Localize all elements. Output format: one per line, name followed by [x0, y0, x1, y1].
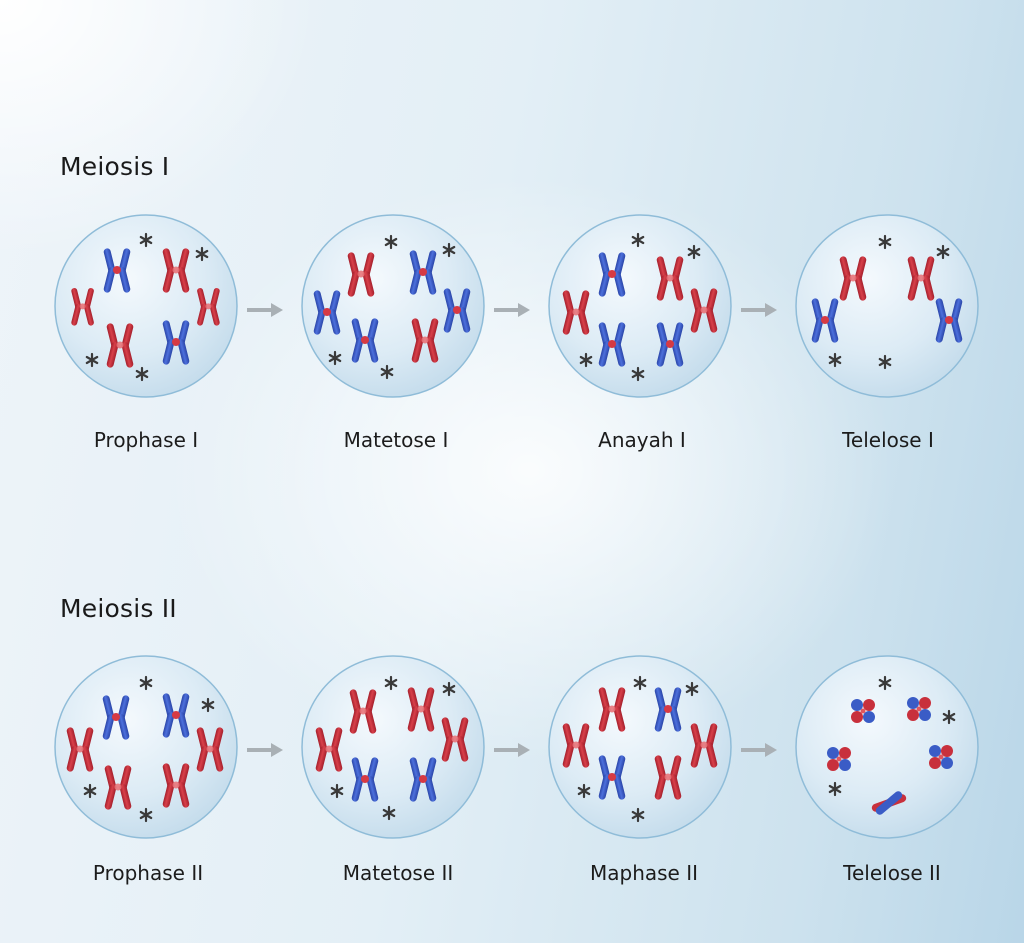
cell-maphase-ii-icon [548, 655, 732, 839]
stage-label-telelose-i: Telelose I [842, 428, 934, 452]
stage-label-anayah-i: Anayah I [598, 428, 686, 452]
cell-matetose-ii-icon [301, 655, 485, 839]
section-title-meiosis-i: Meiosis I [60, 152, 170, 181]
arrow-right-icon [741, 303, 777, 317]
cell-telelose-ii-icon [795, 655, 979, 839]
stage-label-prophase-ii: Prophase II [92, 861, 204, 885]
stage-label-maphase-ii: Maphase II [589, 861, 699, 885]
stage-label-matetose-ii: Matetose II [342, 861, 454, 885]
cell-prophase-ii-icon [54, 655, 238, 839]
arrow-right-icon [494, 743, 530, 757]
section-title-meiosis-ii: Meiosis II [60, 594, 177, 623]
stage-label-matetose-i: Matetose I [343, 428, 449, 452]
cell-prophase-i-icon [54, 214, 238, 398]
stage-label-telelose-ii: Telelose II [843, 861, 941, 885]
cell-anayah-i-icon [548, 214, 732, 398]
cell-matetose-i-icon [301, 214, 485, 398]
arrow-right-icon [741, 743, 777, 757]
arrow-right-icon [247, 303, 283, 317]
cell-telelose-i-icon [795, 214, 979, 398]
arrow-right-icon [247, 743, 283, 757]
arrow-right-icon [494, 303, 530, 317]
stage-label-prophase-i: Prophase I [93, 428, 199, 452]
